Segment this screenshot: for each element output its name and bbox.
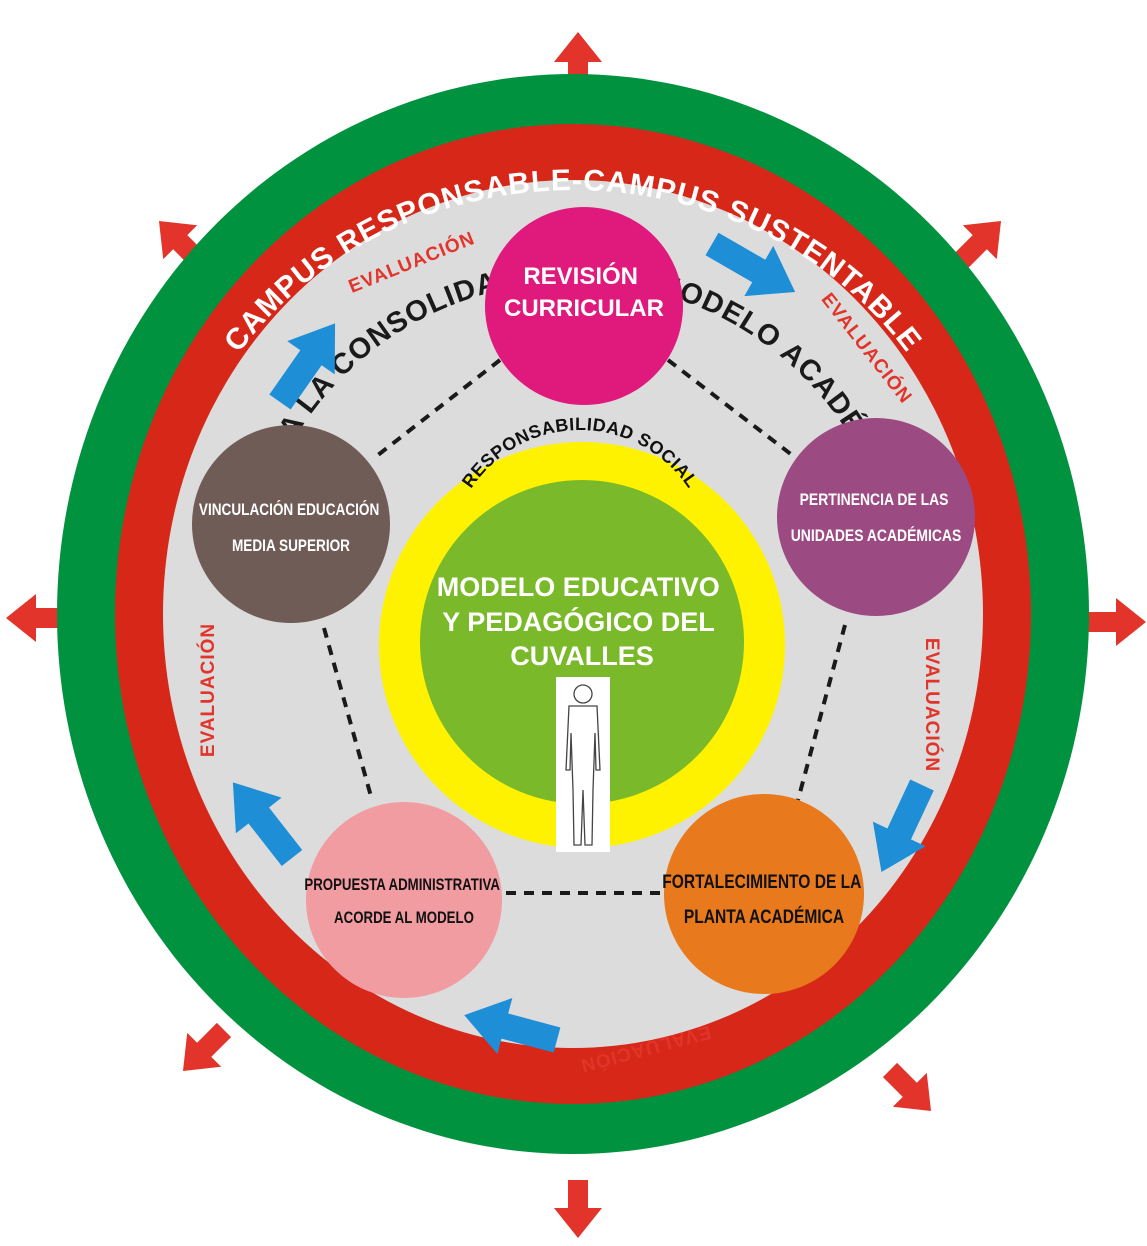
svg-text:REVISIÓN CURRICULAR: REVISIÓN CURRICULAR <box>504 262 664 322</box>
node-revision-curricular: REVISIÓN CURRICULAR <box>485 207 683 405</box>
center-core <box>420 480 744 804</box>
flow-arrow-left <box>232 782 303 867</box>
arrow-out-bottom <box>554 1180 602 1238</box>
arrow-out-left <box>6 594 64 642</box>
arrow-out-top <box>554 32 602 90</box>
flow-arrow-top-right <box>705 232 796 297</box>
node-fortalecimiento: FORTALECIMIENTO DE LA PLANTA ACADÉMICA <box>662 794 866 994</box>
svg-text:PERTINENCIA DE LAS UNIDA: PERTINENCIA DE LAS UNIDADES ACADÉMICAS <box>791 491 961 546</box>
node-propuesta: PROPUESTA ADMINISTRATIVA ACORDE AL MODEL… <box>304 802 503 998</box>
arrow-out-top-right <box>952 220 1002 270</box>
flow-arrow-right <box>872 779 934 873</box>
center-title: MODELO EDUCATIVO Y PEDAGÓGICO DEL CUVALL… <box>437 572 728 671</box>
arrow-out-right <box>1088 598 1146 646</box>
human-figure-icon <box>556 677 610 852</box>
node-vinculacion: VINCULACIÓN EDUCACIÓN MEDIA SUPERIOR <box>192 425 390 623</box>
arrow-out-bottom-left <box>182 1022 232 1072</box>
flow-arrow-top-left <box>269 323 336 410</box>
flow-arrow-bottom <box>464 998 561 1055</box>
evaluation-label-left: EVALUACIÓN <box>197 623 219 757</box>
svg-text:FORTALECIMIENTO DE LA PL: FORTALECIMIENTO DE LA PLANTA ACADÉMICA <box>662 871 866 928</box>
arrow-out-bottom-right <box>882 1062 932 1112</box>
evaluation-label-right: EVALUACIÓN <box>921 638 943 772</box>
svg-text:PROPUESTA ADMINISTRATIVA: PROPUESTA ADMINISTRATIVA ACORDE AL MODEL… <box>304 876 503 928</box>
node-pertinencia: PERTINENCIA DE LAS UNIDADES ACADÉMICAS <box>777 418 975 616</box>
pentagon-connections <box>322 358 847 895</box>
svg-text:VINCULACIÓN EDUCACIÓN ME: VINCULACIÓN EDUCACIÓN MEDIA SUPERIOR <box>199 500 383 556</box>
flow-arrows <box>232 232 934 1055</box>
